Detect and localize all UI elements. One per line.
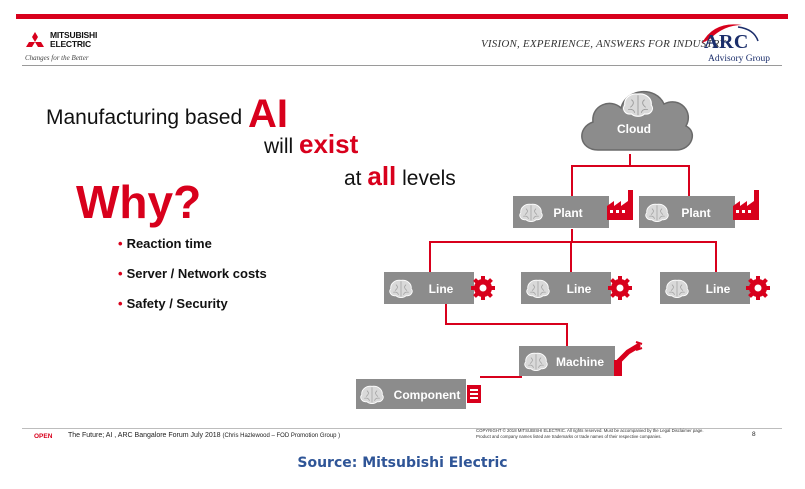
component-node: Component — [356, 379, 481, 409]
arc-logo-main: ARC — [704, 31, 749, 53]
list-item: •Safety / Security — [118, 296, 267, 326]
page-number: 8 — [752, 431, 756, 438]
machine-node: Machine — [519, 341, 643, 376]
brain-icon — [524, 352, 548, 371]
plant-label: Plant — [681, 206, 710, 220]
mitsubishi-logo: MITSUBISHI ELECTRIC Changes for the Bett… — [24, 30, 124, 64]
machine-label: Machine — [556, 355, 604, 369]
brain-icon — [360, 385, 384, 404]
headline-ai-emphasis: AI — [247, 92, 288, 136]
headline-line-3-suffix: levels — [396, 167, 456, 190]
line-label: Line — [429, 282, 454, 296]
footer-title-text: The Future; AI , ARC Bangalore Forum Jul… — [68, 432, 223, 439]
brain-icon — [645, 203, 669, 222]
top-red-rule — [16, 14, 788, 19]
connector-lines — [429, 154, 717, 378]
brand-name: MITSUBISHI ELECTRIC — [50, 30, 98, 49]
brain-icon — [526, 279, 550, 298]
headline-exist-emphasis: exist — [299, 129, 359, 159]
brand-tagline: Changes for the Better — [25, 54, 89, 62]
why-heading: Why? — [76, 176, 202, 228]
bullet-marker: • — [118, 266, 123, 281]
headline-line-3: at all levels — [344, 161, 456, 192]
cloud-label: Cloud — [617, 122, 651, 136]
footer-credit: (Chris Hazlewood – FOD Promotion Group ) — [222, 433, 341, 439]
footer-divider — [22, 428, 782, 429]
line-label: Line — [567, 282, 592, 296]
slide: MITSUBISHI ELECTRIC Changes for the Bett… — [16, 8, 788, 448]
headline-all-emphasis: all — [367, 161, 397, 191]
ai-hierarchy-diagram: Cloud Plant Plant Line Line — [356, 90, 770, 409]
arc-swoosh-icon — [702, 24, 759, 43]
mitsubishi-diamonds-icon — [26, 32, 44, 47]
plant-label: Plant — [553, 206, 582, 220]
footer-copyright: COPYRIGHT © 2018 MITSUBISHI ELECTRIC. Al… — [476, 428, 704, 439]
bullet-text: Safety / Security — [126, 296, 228, 311]
robot-arm-icon — [614, 341, 643, 376]
headline-line-1-text: Manufacturing based — [46, 106, 248, 129]
gear-icon — [746, 276, 770, 300]
line-label: Line — [706, 282, 731, 296]
cloud-node: Cloud — [581, 90, 694, 151]
plant-node: Plant — [513, 190, 633, 228]
gear-icon — [608, 276, 632, 300]
plant-node: Plant — [639, 190, 759, 228]
component-label: Component — [394, 388, 461, 402]
list-item: •Server / Network costs — [118, 266, 267, 296]
factory-icon — [607, 190, 633, 220]
gear-icon — [471, 276, 495, 300]
sensor-icon — [467, 385, 481, 403]
reasons-list: •Reaction time •Server / Network costs •… — [118, 236, 267, 326]
arc-logo: ARC Advisory Group — [694, 21, 774, 67]
brain-icon — [622, 93, 654, 117]
bullet-marker: • — [118, 236, 123, 251]
vision-tagline: VISION, EXPERIENCE, ANSWERS FOR INDUSTRY — [481, 38, 726, 50]
headline-line-2-text: will — [264, 135, 299, 158]
factory-icon — [733, 190, 759, 220]
brain-icon — [389, 279, 413, 298]
bullet-marker: • — [118, 296, 123, 311]
footer-open-label: OPEN — [34, 433, 53, 440]
bullet-text: Reaction time — [126, 236, 212, 251]
source-caption: Source: Mitsubishi Electric — [297, 455, 508, 471]
brain-icon — [665, 279, 689, 298]
header-divider — [22, 65, 782, 66]
line-node: Line — [660, 272, 770, 304]
headline-line-2: will exist — [264, 129, 358, 160]
headline-line-1: Manufacturing based AI — [46, 92, 288, 137]
brain-icon — [519, 203, 543, 222]
list-item: •Reaction time — [118, 236, 267, 266]
bullet-text: Server / Network costs — [126, 266, 267, 281]
headline-line-3-prefix: at — [344, 167, 368, 190]
line-node: Line — [384, 272, 495, 304]
footer-title: The Future; AI , ARC Bangalore Forum Jul… — [68, 432, 340, 439]
line-node: Line — [521, 272, 632, 304]
arc-logo-sub: Advisory Group — [708, 54, 771, 64]
